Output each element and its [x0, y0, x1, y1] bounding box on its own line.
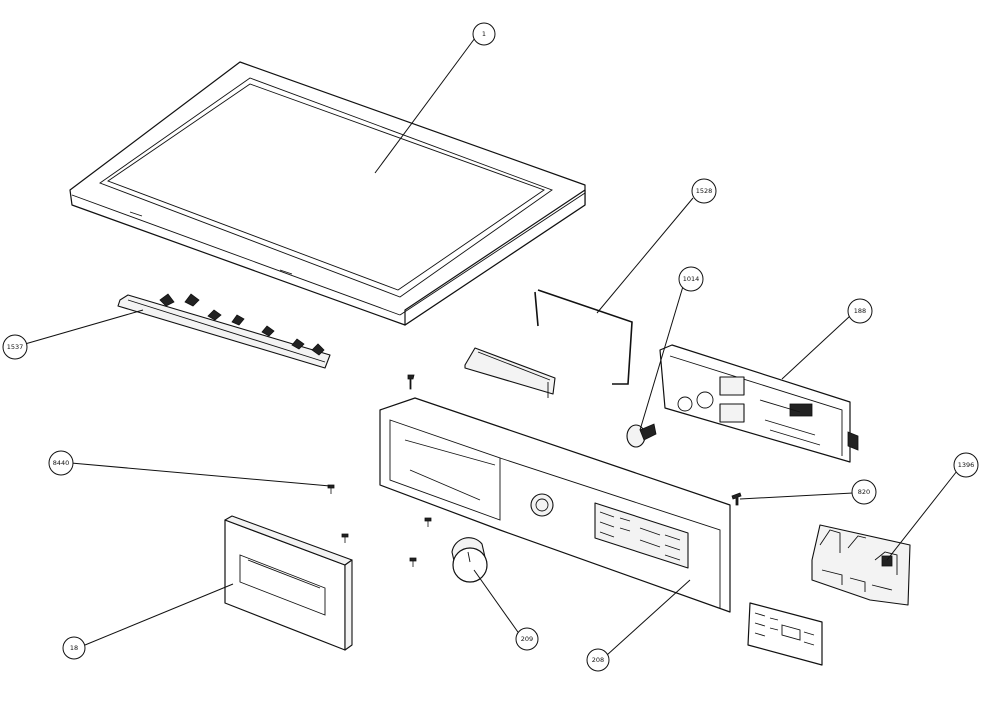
callout-label-209: 209	[521, 635, 533, 643]
callout-label-1: 1	[482, 30, 486, 38]
part-screws	[327, 374, 742, 567]
callout-1396: 1396	[953, 452, 979, 478]
part-bracket	[464, 347, 556, 398]
callout-label-208: 208	[592, 656, 604, 664]
part-wire-rod	[534, 289, 633, 385]
callout-label-1537: 1537	[7, 343, 24, 351]
callout-label-820: 820	[858, 488, 870, 496]
callout-1537: 1537	[2, 334, 28, 360]
part-keypad-label	[747, 602, 823, 666]
callout-label-1528: 1528	[696, 187, 713, 195]
callout-820: 820	[851, 479, 877, 505]
callout-208: 208	[586, 648, 610, 672]
callout-label-188: 188	[854, 307, 866, 315]
callout-18: 18	[62, 636, 86, 660]
part-rail	[117, 293, 331, 369]
callout-1014: 1014	[678, 266, 704, 292]
callout-label-1396: 1396	[958, 461, 975, 469]
callout-1528: 1528	[691, 178, 717, 204]
callout-188: 188	[847, 298, 873, 324]
part-control-board	[659, 344, 859, 463]
part-top-cover	[69, 61, 586, 326]
part-sensor	[626, 423, 657, 448]
callout-8440: 8440	[48, 450, 74, 476]
part-control-panel	[379, 397, 731, 613]
callout-209: 209	[515, 627, 539, 651]
leader-lines	[24, 37, 958, 656]
part-connector-block	[811, 524, 911, 606]
callout-label-1014: 1014	[683, 275, 700, 283]
callout-label-18: 18	[70, 644, 78, 652]
part-drawer-handle	[224, 515, 353, 651]
callout-label-8440: 8440	[53, 459, 70, 467]
callout-1: 1	[472, 22, 496, 46]
part-knob	[451, 537, 488, 583]
